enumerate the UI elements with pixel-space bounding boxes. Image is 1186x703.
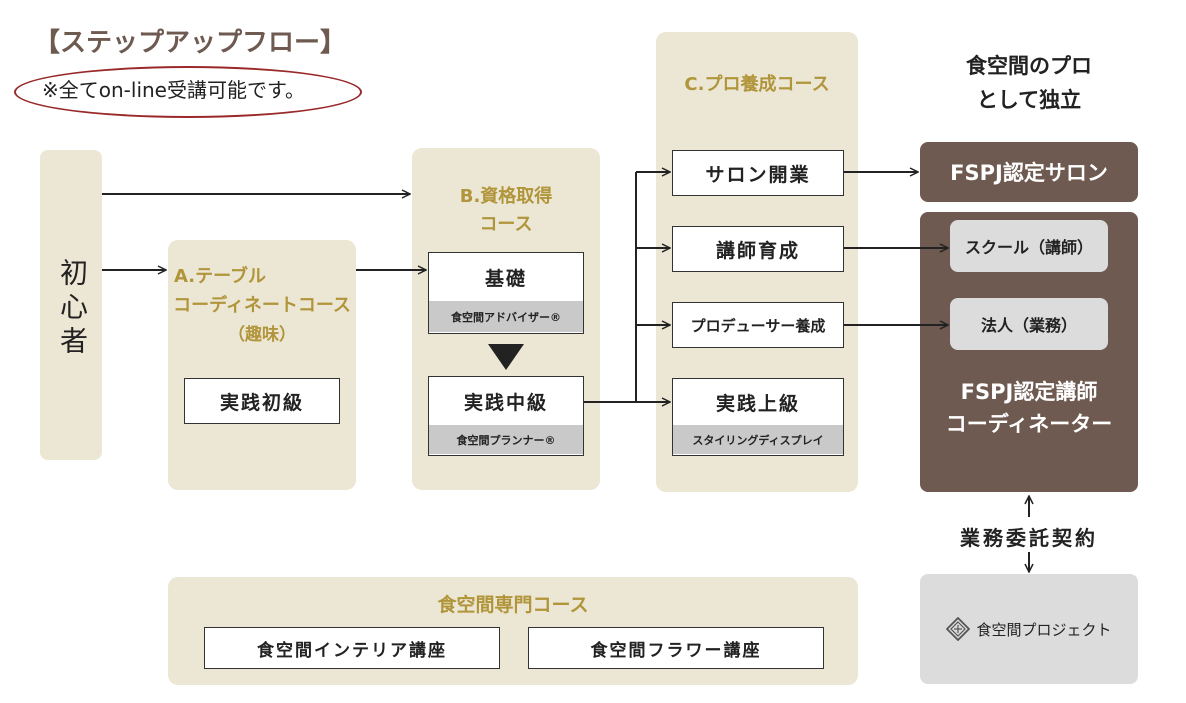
page-title: 【ステップアップフロー】 xyxy=(34,28,347,58)
independence-title-1: 食空間のプロ xyxy=(966,54,1092,78)
specialty-title: 食空間専門コース xyxy=(437,594,589,616)
practice-beginner-box: 実践初級 xyxy=(184,378,340,424)
course-c-title: C.プロ養成コース xyxy=(684,74,830,95)
producer-box: プロデューサー養成 xyxy=(672,302,844,348)
mid-sub-label: 食空間プランナー® xyxy=(429,425,583,454)
project-name: 食空間プロジェクト xyxy=(976,620,1112,639)
diamond-logo-icon xyxy=(946,616,971,642)
flower-course-box: 食空間フラワー講座 xyxy=(528,627,824,669)
course-b-title-2: コース xyxy=(479,214,533,235)
salon-box: サロン開業 xyxy=(672,150,844,196)
advanced-label: 実践上級 xyxy=(715,392,800,415)
fspj-salon-box: FSPJ認定サロン xyxy=(920,142,1138,202)
contract-label: 業務委託契約 xyxy=(960,526,1098,550)
coordinator-label-2: コーディネーター xyxy=(945,412,1113,436)
basic-label: 基礎 xyxy=(484,267,527,290)
basic-sub-label: 食空間アドバイザー® xyxy=(429,301,583,332)
coordinator-label-1: FSPJ認定講師 xyxy=(960,380,1098,404)
mid-label: 実践中級 xyxy=(463,391,548,414)
lecturer-box: 講師育成 xyxy=(672,226,844,272)
project-box: 食空間プロジェクト xyxy=(920,574,1138,684)
advanced-sub-label: スタイリングディスプレイ xyxy=(673,425,843,454)
mid-box: 実践中級 食空間プランナー® xyxy=(428,376,584,456)
note-oval xyxy=(14,66,362,118)
basic-box: 基礎 食空間アドバイザー® xyxy=(428,252,584,334)
down-triangle-icon xyxy=(488,344,524,370)
course-a-title-1: A.テーブル xyxy=(174,266,267,287)
independence-title-2: として独立 xyxy=(976,88,1082,112)
course-a-title-3: （趣味） xyxy=(228,325,296,345)
beginner-label: 初心者 xyxy=(56,258,89,360)
online-note: ※全てon-line受講可能です。 xyxy=(42,78,305,102)
course-a-title-2: コーディネートコース xyxy=(173,295,351,316)
beginner-column xyxy=(40,150,102,460)
school-box: スクール（講師） xyxy=(950,220,1108,272)
advanced-box: 実践上級 スタイリングディスプレイ xyxy=(672,378,844,456)
interior-course-box: 食空間インテリア講座 xyxy=(204,627,500,669)
course-a-panel xyxy=(168,240,356,490)
corporate-box: 法人（業務） xyxy=(950,298,1108,350)
course-b-title-1: B.資格取得 xyxy=(459,186,553,207)
